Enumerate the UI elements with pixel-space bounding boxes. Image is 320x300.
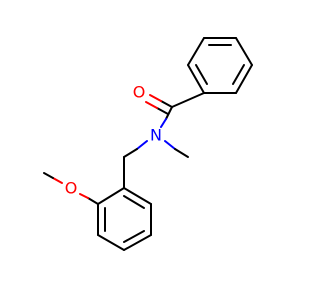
cn-bond-black — [165, 106, 173, 120]
carbonyl-bond-red — [149, 94, 162, 102]
ring-bond — [97, 187, 125, 205]
ring-bond — [187, 37, 205, 66]
ring-bond — [123, 234, 152, 251]
n-methyl-bond — [164, 140, 189, 158]
ring-bond — [97, 234, 125, 251]
ring-bond — [235, 37, 253, 66]
aryl-ether-bond — [79, 193, 99, 205]
o-methyl-bond-black — [43, 172, 54, 179]
ring-bond — [235, 64, 253, 94]
ring-double-bond — [232, 64, 245, 85]
n-methyl-bond-blue — [164, 140, 176, 150]
ring-double-bond — [123, 230, 145, 243]
carbonyl-bond-black — [156, 107, 169, 115]
carbonyl-bond-black — [160, 100, 173, 108]
n-ch2-bond-blue — [136, 140, 148, 150]
carbonyl-double-bond — [145, 94, 173, 115]
methoxy-methyl-bond — [43, 172, 63, 184]
amide-cn-bond — [160, 106, 173, 128]
amide-nitrogen-label: N — [150, 126, 162, 145]
chemical-structure: O N O — [43, 37, 253, 251]
carbonyl-oxygen-label: O — [133, 83, 146, 102]
aryl-o-bond-red — [79, 193, 89, 199]
carbonyl-bond-red — [145, 101, 158, 109]
n-ch2-bond-black — [123, 148, 138, 158]
n-methyl-bond-black — [174, 148, 189, 158]
ring-bond — [123, 187, 152, 205]
ring-double-bond — [195, 64, 208, 85]
methoxy-oxygen-label: O — [65, 179, 78, 198]
n-benzyl-bond — [123, 140, 148, 158]
o-methyl-bond-red — [52, 177, 63, 184]
carbonyl-ring-bond — [171, 92, 205, 108]
ring-double-bond — [123, 195, 145, 209]
cn-bond-blue — [160, 118, 167, 128]
methoxyphenyl-ring — [97, 187, 152, 251]
aryl-o-bond-black — [87, 197, 99, 205]
ring-bond — [187, 64, 205, 94]
benzoyl-ring — [187, 37, 253, 94]
